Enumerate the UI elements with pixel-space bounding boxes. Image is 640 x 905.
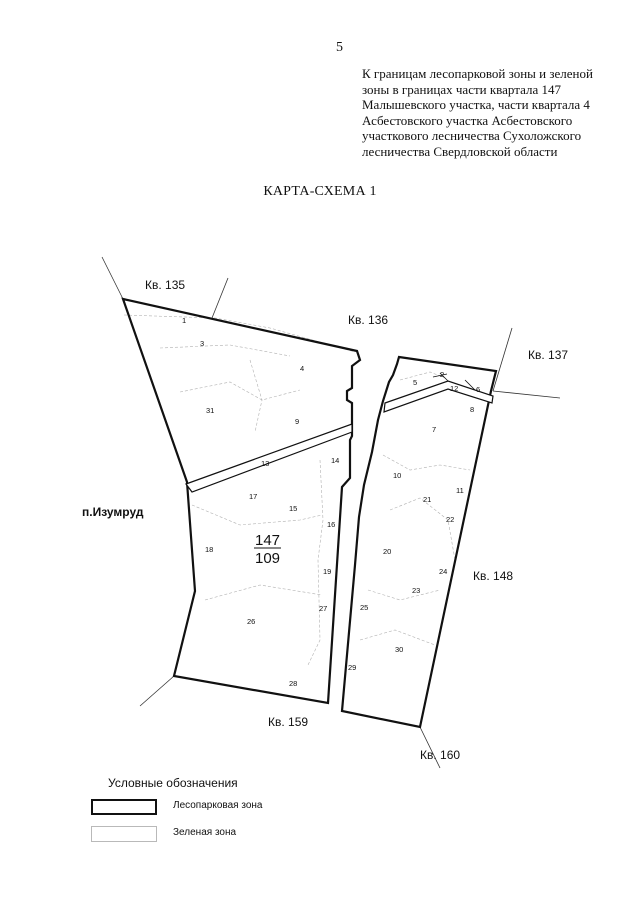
subdivision-line <box>191 504 323 526</box>
boundary-line <box>139 675 175 707</box>
legend-label: Лесопарковая зона <box>173 800 263 811</box>
parcel-number: 24 <box>439 567 447 576</box>
boundary-line <box>101 256 124 300</box>
parcel-number: 20 <box>383 547 391 556</box>
legend-label: Зеленая зона <box>173 827 237 838</box>
subdivision-line <box>359 629 436 646</box>
road-strip-left <box>185 423 353 493</box>
parcel-number: 19 <box>323 567 331 576</box>
forest-park-swatch <box>91 799 157 815</box>
legend-item-green-zone: Зеленая зона <box>91 826 391 848</box>
parcel-number: 30 <box>395 645 403 654</box>
parcel-number: 16 <box>327 520 335 529</box>
quarter-label-136: Кв. 136 <box>348 313 388 327</box>
parcel-number: 1 <box>182 316 186 325</box>
boundary-line <box>211 277 229 319</box>
parcel-2-line <box>432 373 448 378</box>
parcel-number: 14 <box>331 456 339 465</box>
boundary-line <box>492 390 561 399</box>
parcel-12-line <box>439 372 449 382</box>
header-line: зоны в границах части квартала 147 <box>362 81 561 97</box>
quarter-label-148: Кв. 148 <box>473 569 513 583</box>
parcel-number: 13 <box>261 459 269 468</box>
subdivision-line <box>123 314 356 353</box>
subdivision-line <box>249 359 263 433</box>
header-line: К границам лесопарковой зоны и зеленой <box>362 66 593 81</box>
document-header: К границам лесопарковой зоны и зеленой з… <box>362 66 612 159</box>
parcel-number: 18 <box>205 545 213 554</box>
parcel-numbers: 1 2 3 4 5 6 7 8 9 10 11 12 13 14 15 16 1… <box>182 316 480 688</box>
subdivision-line <box>307 459 324 666</box>
parcel-6-line <box>464 379 476 391</box>
parcel-number: 31 <box>206 406 214 415</box>
parcel-number: 7 <box>432 425 436 434</box>
green-zone-subdivisions <box>123 314 471 666</box>
boundary-line <box>492 327 513 392</box>
parcel-number: 4 <box>300 364 304 373</box>
header-line: Асбестовского участка Асбестовского <box>362 112 573 128</box>
parcel-number: 25 <box>360 603 368 612</box>
parcel-number: 3 <box>200 339 204 348</box>
parcel-number: 22 <box>446 515 454 524</box>
legend-title: Условные обозначения <box>108 776 238 790</box>
quarter-area: 109 <box>255 550 280 567</box>
parcel-number: 8 <box>470 405 474 414</box>
header-line: участкового лесничества Сухоложского <box>362 128 582 143</box>
quarter-label-159: Кв. 159 <box>268 715 308 729</box>
map-title: КАРТА-СХЕМА 1 <box>263 184 377 199</box>
parcel-number: 5 <box>413 378 417 387</box>
parcel-number: 28 <box>289 679 297 688</box>
quarter-label-135: Кв. 135 <box>145 278 185 292</box>
parcel-number: 15 <box>289 504 297 513</box>
subdivision-line <box>204 584 323 601</box>
header-line: лесничества Свердловской области <box>362 143 558 159</box>
parcel-number: 10 <box>393 471 401 480</box>
legend-item-forest-park: Лесопарковая зона <box>91 799 391 821</box>
parcel-number: 21 <box>423 495 431 504</box>
subdivision-line <box>382 454 471 471</box>
parcel-number: 26 <box>247 617 255 626</box>
quarter-number: 147 <box>255 532 280 549</box>
parcel-number: 9 <box>295 417 299 426</box>
settlement-label: п.Изумруд <box>82 505 144 519</box>
subdivision-line <box>389 497 456 561</box>
subdivision-line <box>367 589 441 601</box>
quarter-label-160: Кв. 160 <box>420 748 460 762</box>
green-zone-swatch <box>91 826 157 842</box>
header-line: Малышевского участка, части квартала 4 <box>362 97 590 112</box>
parcel-number: 12 <box>450 384 458 393</box>
adjacent-boundaries <box>101 256 561 769</box>
subdivision-line <box>399 371 446 381</box>
parcel-number: 27 <box>319 604 327 613</box>
parcel-number: 6 <box>476 385 480 394</box>
parcel-number: 2 <box>440 370 444 379</box>
page-number: 5 <box>336 40 343 55</box>
parcel-number: 29 <box>348 663 356 672</box>
subdivision-line <box>179 381 301 401</box>
parcel-number: 23 <box>412 586 420 595</box>
quarter-147-boundary <box>121 297 362 705</box>
right-block-boundary <box>340 355 498 729</box>
parcel-number: 17 <box>249 492 257 501</box>
boundary-line <box>419 726 441 769</box>
parcel-number: 11 <box>456 486 464 495</box>
subdivision-line <box>159 344 291 357</box>
quarter-label-137: Кв. 137 <box>528 348 568 362</box>
